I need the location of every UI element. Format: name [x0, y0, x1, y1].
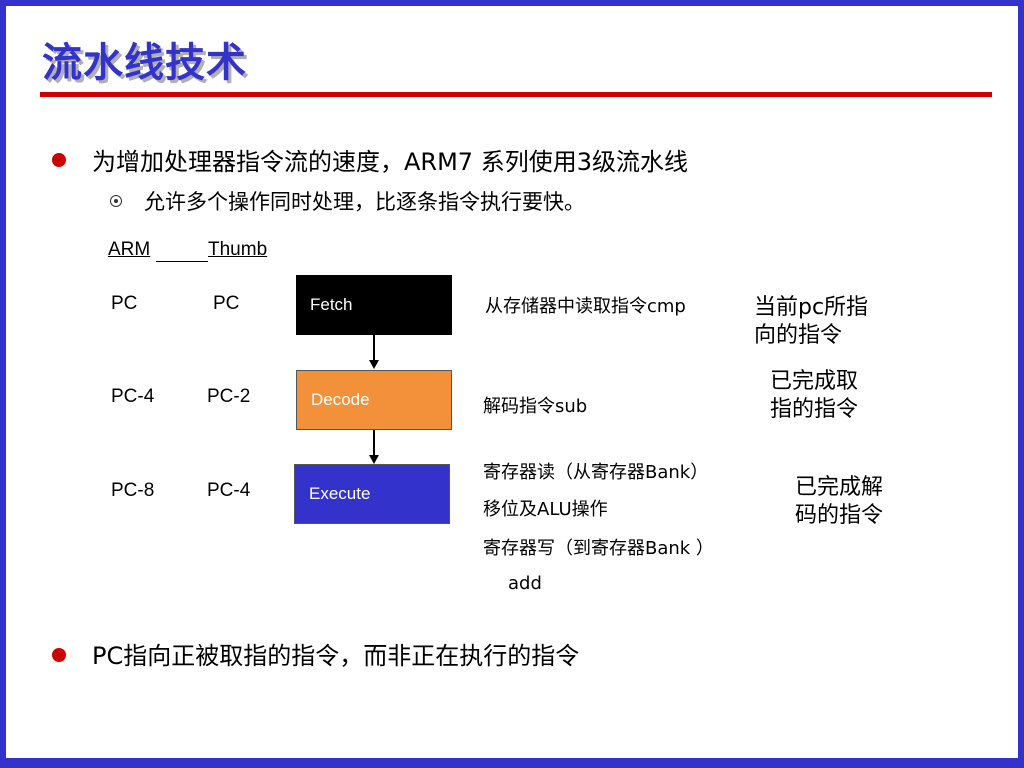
bullet-dot-icon — [52, 648, 66, 662]
bullet-1-text: 为增加处理器指令流的速度，ARM7 系列使用3级流水线 — [92, 148, 688, 176]
slide-frame-top — [0, 0, 1024, 6]
fetch-stage-label: Fetch — [310, 295, 353, 314]
row-2-status: 已完成取 指的指令 — [770, 368, 858, 424]
row-3-status: 已完成解 码的指令 — [795, 474, 883, 530]
row-3-status-line-1: 已完成解 — [795, 475, 884, 500]
execute-stage-box: Execute — [294, 464, 450, 524]
row-3-description-line-3: 寄存器写（到寄存器Bank ） — [483, 538, 714, 559]
row-2-status-line-2: 指的指令 — [770, 397, 859, 422]
execute-stage-label: Execute — [309, 484, 371, 503]
bullet-dot-icon — [52, 153, 66, 167]
sub-bullet-text: 允许多个操作同时处理，比逐条指令执行要快。 — [144, 190, 585, 214]
title-underline — [40, 92, 992, 97]
arrow-fetch-to-decode — [373, 335, 375, 361]
row-3-description-line-2: 移位及ALU操作 — [483, 499, 608, 520]
slide-frame-right — [1018, 0, 1024, 768]
row-3-description-line-4: add — [508, 573, 542, 594]
slide-frame-bottom — [0, 758, 1024, 768]
row-1-description: 从存储器中读取指令cmp — [485, 296, 686, 317]
row-1-arm-pc: PC — [111, 293, 138, 314]
slide-frame-left — [0, 0, 6, 768]
sub-bullet-icon — [110, 195, 122, 207]
header-underline-gap — [156, 261, 208, 262]
row-1-thumb-pc: PC — [213, 293, 240, 314]
row-2-arm-pc: PC-4 — [111, 386, 155, 407]
fetch-stage-box: Fetch — [296, 275, 452, 335]
row-2-thumb-pc: PC-2 — [207, 386, 251, 407]
arrow-decode-to-execute — [373, 430, 375, 456]
row-1-status: 当前pc所指 向的指令 — [754, 294, 868, 350]
slide-title: 流水线技术 — [42, 40, 247, 86]
decode-stage-box: Decode — [296, 370, 452, 430]
row-3-description-line-1: 寄存器读（从寄存器Bank） — [483, 462, 709, 483]
header-arm: ARM — [108, 239, 151, 260]
decode-stage-label: Decode — [311, 390, 370, 409]
row-3-arm-pc: PC-8 — [111, 480, 155, 501]
row-1-status-line-2: 向的指令 — [754, 323, 843, 348]
bullet-2-text: PC指向正被取指的指令，而非正在执行的指令 — [92, 642, 580, 670]
row-2-status-line-1: 已完成取 — [770, 369, 859, 394]
arrow-head-icon — [369, 360, 379, 369]
header-thumb: Thumb — [208, 239, 268, 260]
row-3-status-line-2: 码的指令 — [795, 503, 884, 528]
row-2-description: 解码指令sub — [483, 396, 588, 417]
row-1-status-line-1: 当前pc所指 — [754, 295, 869, 320]
arrow-head-icon — [369, 455, 379, 464]
row-3-thumb-pc: PC-4 — [207, 480, 251, 501]
